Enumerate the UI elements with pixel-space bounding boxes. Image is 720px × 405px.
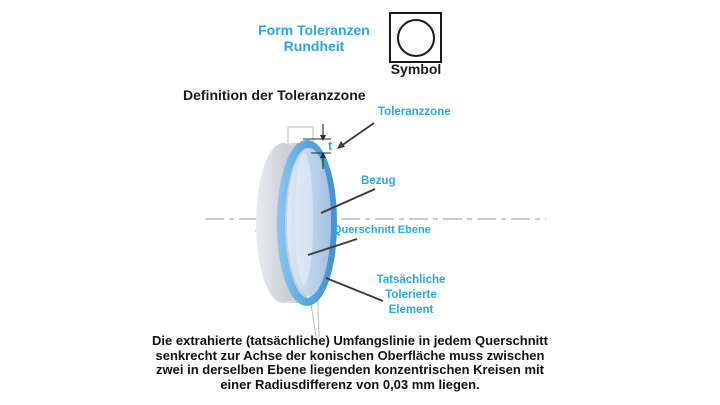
label-bezug: Bezug [361, 175, 396, 187]
symbol-caption: Symbol [390, 61, 442, 77]
label-tatsaechliche-tolerierte-element: Tatsächliche Tolerierte Element [368, 273, 454, 318]
definition-text-line3: zwei in derselben Ebene liegenden konzen… [156, 362, 544, 378]
roundness-symbol-icon [389, 12, 442, 63]
label-tatsaechliche-line2: Tolerierte [385, 289, 437, 301]
tolerance-ring [277, 140, 337, 306]
definition-text-line4: einer Radiusdifferenz von 0,03 mm liegen… [220, 376, 480, 392]
section-heading: Definition der Toleranzzone [183, 87, 366, 103]
definition-text-line2: senkrecht zur Achse der konischen Oberfl… [155, 347, 545, 363]
definition-text-line1: Die extrahierte (tatsächliche) Umfangsli… [152, 333, 548, 348]
t-dimension [303, 124, 331, 169]
label-t-dimension: t [328, 139, 333, 153]
label-querschnitt-ebene: Querschnitt Ebene [333, 224, 431, 236]
page-title: Form Toleranzen Rundheit [244, 22, 384, 54]
label-toleranzzone: Toleranzzone [378, 106, 451, 118]
disc-face-highlight [295, 153, 313, 285]
label-tatsaechliche-line3: Element [388, 304, 434, 316]
label-tatsaechliche-line1: Tatsächliche [376, 274, 446, 286]
roundness-circle-icon [396, 18, 435, 57]
leader-lines [307, 122, 384, 302]
page-title-line2: Rundheit [283, 37, 345, 54]
page-title-line1: Form Toleranzen [258, 22, 370, 38]
definition-text: Die extrahierte (tatsächliche) Umfangsli… [80, 333, 620, 392]
